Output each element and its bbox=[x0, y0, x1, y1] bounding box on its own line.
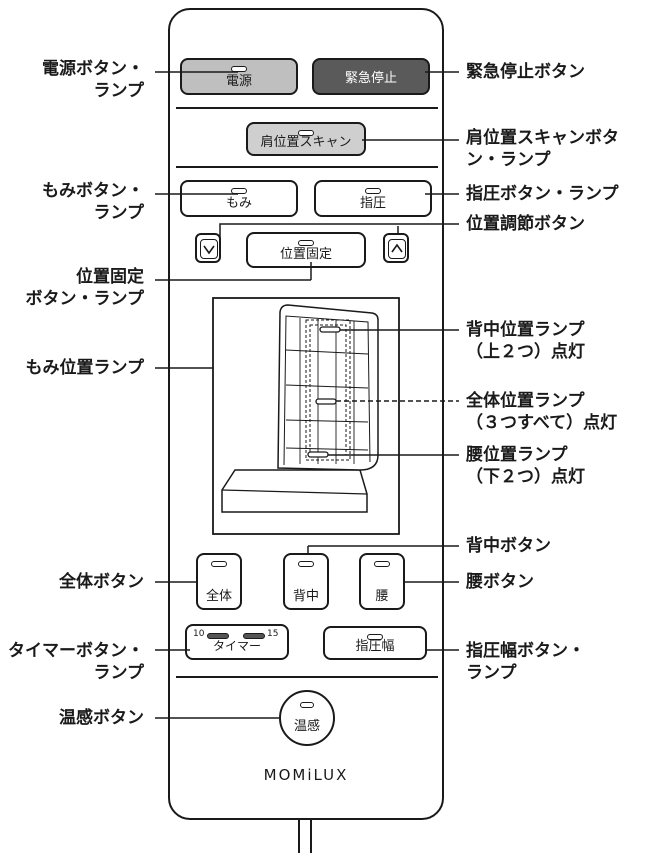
shoulder-scan-label: 肩位置スキャン bbox=[260, 135, 352, 150]
waist-lamp bbox=[374, 561, 390, 567]
shoulder-scan-button[interactable]: 肩位置スキャン bbox=[246, 122, 366, 156]
chevron-up-icon bbox=[388, 239, 406, 259]
timer-button[interactable]: 10 15 タイマー bbox=[185, 624, 289, 660]
full-lamp-callout-line1: 全体位置ランプ bbox=[466, 391, 585, 411]
position-fix-label: 位置固定 bbox=[279, 247, 332, 262]
power-callout-line2: ランプ bbox=[93, 81, 145, 101]
timer-button-label: タイマー bbox=[212, 639, 261, 653]
timer-15-min-label: 15 bbox=[267, 629, 279, 639]
full-body-callout: 全体ボタン bbox=[59, 572, 144, 592]
position-down-button[interactable] bbox=[195, 233, 221, 263]
emergency-stop-button[interactable]: 緊急停止 bbox=[312, 58, 430, 95]
waist-lamp-callout-line1: 腰位置ランプ bbox=[466, 445, 568, 465]
power-button[interactable]: 電源 bbox=[180, 58, 298, 95]
back-button-label: 背中 bbox=[292, 589, 319, 604]
back-button-callout: 背中ボタン bbox=[466, 536, 551, 556]
divider bbox=[176, 676, 438, 678]
momi-callout-line2: ランプ bbox=[93, 203, 145, 223]
power-callout-line1: 電源ボタン・ bbox=[42, 59, 144, 79]
divider bbox=[176, 166, 438, 168]
stop-callout: 緊急停止ボタン bbox=[466, 62, 585, 82]
position-fix-callout-line2: ボタン・ランプ bbox=[25, 289, 145, 309]
shiatsu-callout: 指圧ボタン・ランプ bbox=[466, 184, 619, 204]
waist-button-label: 腰 bbox=[375, 589, 389, 604]
scan-callout-line1: 肩位置スキャンボタ bbox=[466, 128, 619, 148]
power-button-label: 電源 bbox=[225, 74, 252, 89]
back-lamp bbox=[298, 561, 314, 567]
momi-position-callout: もみ位置ランプ bbox=[25, 358, 145, 378]
timer-15-lamp bbox=[243, 633, 265, 639]
shoulder-scan-lamp bbox=[298, 130, 314, 136]
full-body-lamp bbox=[211, 561, 227, 567]
width-callout-line1: 指圧幅ボタン・ bbox=[466, 641, 585, 661]
position-adjust-callout: 位置調節ボタン bbox=[466, 214, 585, 234]
momi-button-label: もみ bbox=[225, 196, 252, 211]
emergency-stop-label: 緊急停止 bbox=[344, 71, 397, 86]
timer-callout-line1: タイマーボタン・ bbox=[8, 641, 144, 661]
position-fix-button[interactable]: 位置固定 bbox=[246, 232, 366, 268]
shiatsu-width-label: 指圧幅 bbox=[355, 639, 395, 654]
back-lamp-callout-line2: （上２つ）点灯 bbox=[466, 342, 585, 362]
warm-callout: 温感ボタン bbox=[59, 708, 144, 728]
waist-button-callout: 腰ボタン bbox=[466, 572, 534, 592]
full-lamp-callout-line2: （３つすべて）点灯 bbox=[466, 413, 618, 433]
shiatsu-lamp bbox=[365, 188, 381, 194]
scan-callout-line2: ン・ランプ bbox=[466, 150, 551, 170]
divider bbox=[176, 107, 438, 109]
timer-10-min-label: 10 bbox=[193, 629, 205, 639]
momi-callout-line1: もみボタン・ bbox=[42, 181, 144, 201]
full-body-label: 全体 bbox=[205, 589, 232, 604]
shiatsu-button-label: 指圧 bbox=[359, 196, 386, 211]
warm-button-label: 温感 bbox=[293, 719, 320, 734]
remote-cable bbox=[298, 820, 312, 853]
momi-button[interactable]: もみ bbox=[180, 180, 298, 217]
position-up-button[interactable] bbox=[383, 233, 409, 263]
shiatsu-width-lamp bbox=[367, 634, 383, 640]
momi-lamp bbox=[231, 188, 247, 194]
power-lamp bbox=[231, 66, 247, 72]
timer-10-lamp bbox=[207, 633, 229, 639]
brand-logo: MOMiLUX bbox=[263, 766, 349, 784]
full-body-button[interactable]: 全体 bbox=[196, 553, 242, 610]
chevron-down-icon bbox=[200, 239, 218, 259]
position-fix-lamp bbox=[298, 240, 314, 246]
shiatsu-width-button[interactable]: 指圧幅 bbox=[323, 626, 427, 660]
waist-lamp-callout-line2: （下２つ）点灯 bbox=[466, 467, 585, 487]
position-fix-callout-line1: 位置固定 bbox=[76, 267, 144, 287]
back-lamp-callout-line1: 背中位置ランプ bbox=[466, 320, 585, 340]
width-callout-line2: ランプ bbox=[466, 663, 517, 683]
timer-callout-line2: ランプ bbox=[93, 663, 145, 683]
back-button[interactable]: 背中 bbox=[283, 553, 329, 610]
shiatsu-button[interactable]: 指圧 bbox=[314, 180, 432, 217]
waist-button[interactable]: 腰 bbox=[359, 553, 405, 610]
warm-button[interactable]: 温感 bbox=[279, 690, 335, 746]
warm-lamp bbox=[300, 702, 314, 708]
